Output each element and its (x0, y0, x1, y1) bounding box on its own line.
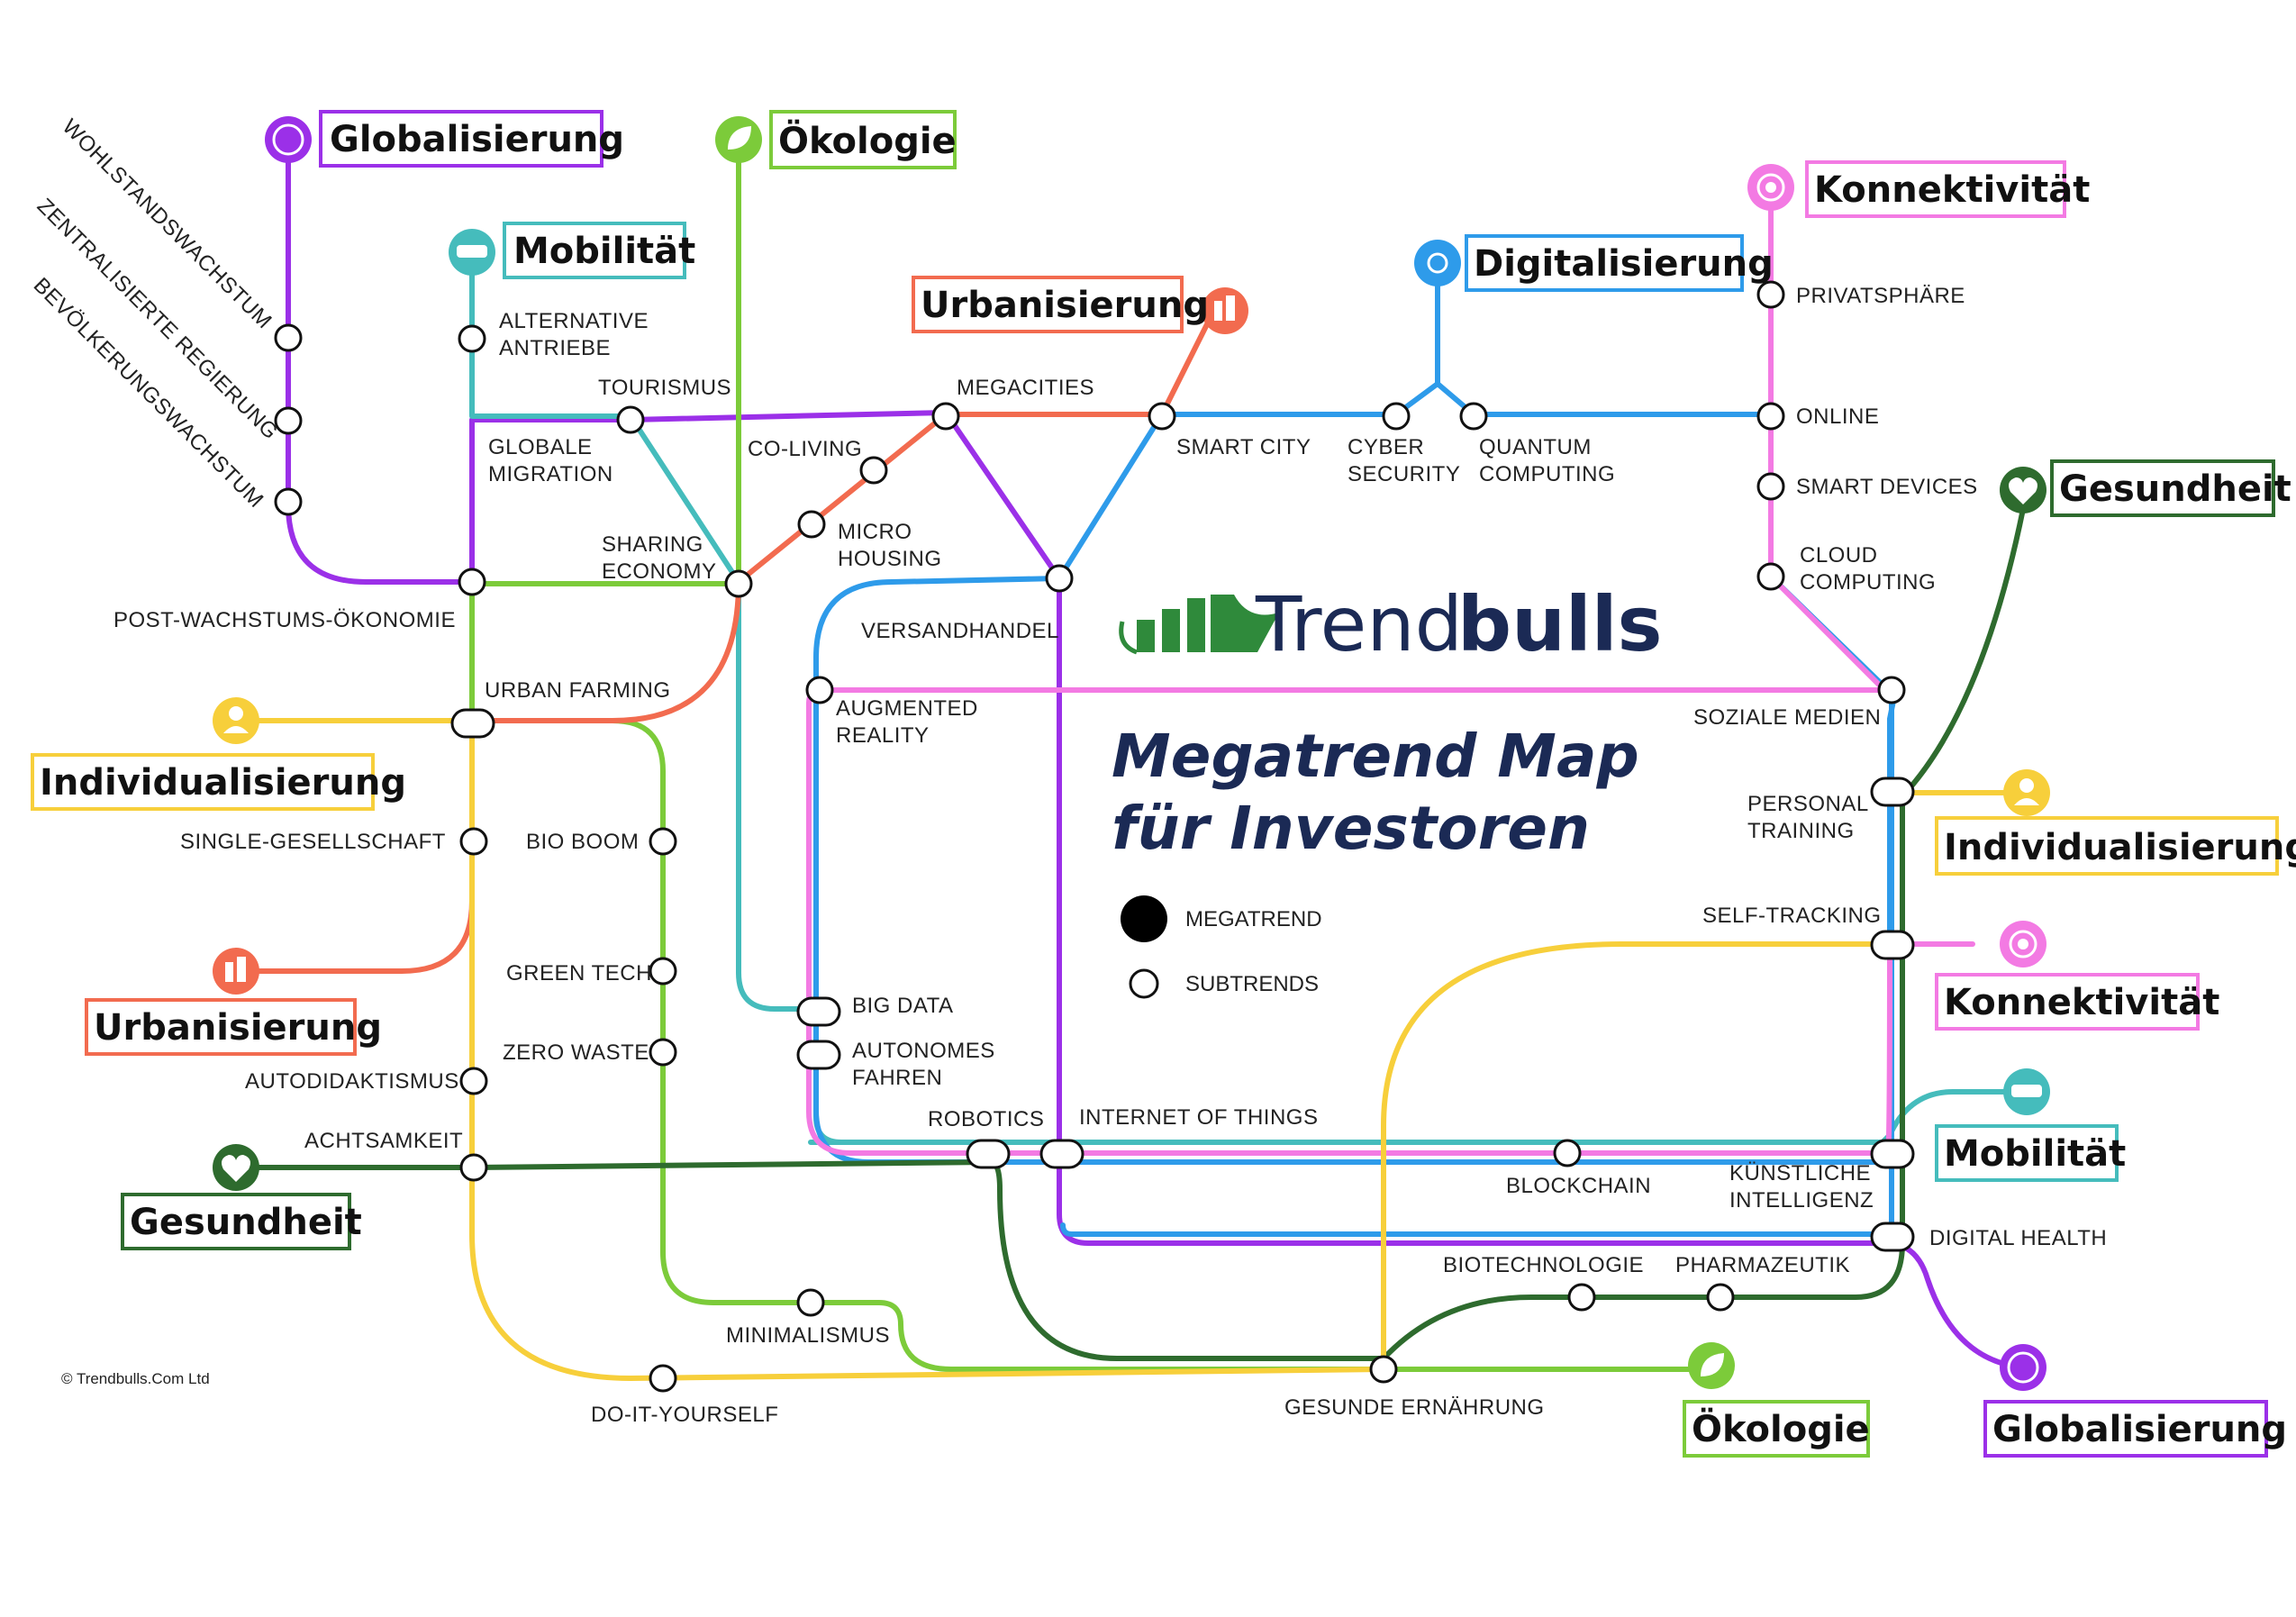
copyright-text: © Trendbulls.Com Ltd (61, 1370, 210, 1387)
map-title-line1: Megatrend Map (1112, 722, 1639, 791)
label-bio-boom: BIO BOOM (526, 830, 639, 854)
label-soziale-medien: SOZIALE MEDIEN (1693, 705, 1881, 730)
megatrend-label-gesundheit-left: Gesundheit (130, 1202, 362, 1243)
badge-individualisierung-right: Individualisierung (1935, 769, 2296, 876)
label-urban-farming: URBAN FARMING (485, 678, 671, 703)
label-cyber-security: CYBER SECURITY (1348, 435, 1460, 486)
badge-urbanisierung-left: Urbanisierung (85, 948, 382, 1056)
label-alternative-antriebe: ALTERNATIVE ANTRIEBE (499, 309, 655, 360)
megatrend-label-globalisierung-bottom: Globalisierung (1992, 1409, 2287, 1450)
label-privatsphaere: PRIVATSPHÄRE (1796, 284, 1965, 308)
label-autodidaktismus: AUTODIDAKTISMUS (245, 1069, 459, 1094)
label-globale-migration: GLOBALE MIGRATION (488, 435, 613, 486)
map-title-line2: für Investoren (1112, 794, 1590, 863)
label-smart-city: SMART CITY (1176, 435, 1311, 459)
megatrend-label-urbanisierung-left: Urbanisierung (94, 1007, 382, 1049)
rotated-labels: WOHLSTANDSWACHSTUM ZENTRALISIERTE REGIER… (29, 114, 283, 513)
label-kuenstliche-intelligenz: KÜNSTLICHE INTELLIGENZ (1729, 1161, 1877, 1213)
line-digitalisierung (813, 277, 1896, 1165)
label-biotechnologie: BIOTECHNOLOGIE (1443, 1253, 1644, 1277)
line-gesundheit (233, 506, 2026, 1361)
megatrend-label-individualisierung-right: Individualisierung (1944, 827, 2296, 868)
city-icon (1202, 287, 1248, 334)
legend-megatrend-marker (1121, 895, 1167, 942)
label-digital-health: DIGITAL HEALTH (1929, 1226, 2107, 1250)
megatrend-label-digitalisierung: Digitalisierung (1474, 243, 1774, 285)
line-globalisierung (286, 137, 2026, 1370)
label-achtsamkeit: ACHTSAMKEIT (304, 1129, 463, 1153)
label-robotics: ROBOTICS (928, 1107, 1044, 1131)
label-blockchain: BLOCKCHAIN (1506, 1174, 1651, 1198)
badge-mobilitaet-right: Mobilität (1935, 1068, 2126, 1182)
legend: MEGATREND SUBTRENDS (1121, 895, 1322, 999)
label-tourismus: TOURISMUS (598, 376, 731, 400)
line-mobilitaet (469, 268, 813, 1012)
megatrend-label-konnektivitaet: Konnektivität (1814, 169, 2090, 211)
label-online: ONLINE (1796, 404, 1879, 429)
badge-gesundheit-right: Gesundheit (2000, 459, 2291, 517)
label-smart-devices: SMART DEVICES (1796, 475, 1978, 499)
legend-subtrend-marker (1129, 968, 1159, 999)
label-green-tech: GREEN TECH (506, 961, 652, 986)
globe-network-icon (2000, 1344, 2046, 1391)
label-pharmazeutik: PHARMAZEUTIK (1675, 1253, 1850, 1277)
label-big-data: BIG DATA (852, 994, 953, 1018)
line-individualisierung (233, 718, 1894, 1381)
label-do-it-yourself: DO-IT-YOURSELF (591, 1403, 778, 1427)
globe-network-icon (265, 116, 312, 163)
label-personal-training: PERSONAL TRAINING (1747, 792, 1874, 843)
label-wohlstandswachstum: WOHLSTANDSWACHSTUM (58, 114, 277, 333)
label-augmented-reality: AUGMENTED REALITY (836, 696, 985, 748)
badge-oekologie-top: Ökologie (715, 110, 957, 169)
legend-subtrends-label: SUBTRENDS (1185, 972, 1319, 996)
brand-name-light: Trend (1255, 580, 1463, 668)
label-zero-waste: ZERO WASTE (503, 1040, 649, 1065)
megatrend-label-globalisierung: Globalisierung (330, 119, 624, 160)
label-co-living: CO-LIVING (748, 437, 862, 461)
megatrend-label-konnektivitaet-right: Konnektivität (1944, 982, 2219, 1023)
badge-gesundheit-left: Gesundheit (121, 1144, 362, 1250)
label-quantum-computing: QUANTUM COMPUTING (1479, 435, 1615, 486)
label-megacities: MEGACITIES (957, 376, 1094, 400)
label-micro-housing: MICRO HOUSING (838, 520, 942, 571)
megatrend-label-mobilitaet: Mobilität (513, 231, 695, 272)
megatrend-label-individualisierung: Individualisierung (40, 762, 406, 804)
badge-individualisierung-left: Individualisierung (31, 697, 406, 811)
station-labels: ALTERNATIVE ANTRIEBE TOURISMUS MEGACITIE… (113, 284, 2107, 1427)
label-single-gesellschaft: SINGLE-GESELLSCHAFT (180, 830, 446, 854)
badge-mobilitaet-top: Mobilität (449, 222, 695, 279)
station-markers (274, 280, 1915, 1393)
bull-logo-icon (1119, 595, 1279, 655)
label-versandhandel: VERSANDHANDEL (861, 619, 1059, 643)
legend-megatrend-label: MEGATREND (1185, 907, 1322, 931)
label-sharing-economy: SHARING ECONOMY (602, 532, 717, 584)
label-post-wachstum: POST-WACHSTUMS-ÖKONOMIE (113, 608, 456, 632)
badge-globalisierung-top: Globalisierung (265, 110, 624, 168)
badge-konnektivitaet-right: Konnektivität (1935, 921, 2219, 1031)
badge-digitalisierung-top: Digitalisierung (1414, 234, 1774, 292)
megatrend-label-urbanisierung: Urbanisierung (921, 285, 1209, 326)
label-autonomes-fahren: AUTONOMES FAHREN (852, 1039, 1002, 1090)
label-cloud-computing: CLOUD COMPUTING (1800, 543, 1936, 595)
line-oekologie (469, 137, 1714, 1372)
label-internet-of-things: INTERNET OF THINGS (1079, 1105, 1318, 1130)
megatrend-badges: Globalisierung Ökologie Mobilität Urbani… (31, 110, 2296, 1458)
megatrend-label-oekologie-bottom: Ökologie (1692, 1407, 1870, 1450)
megatrend-label-mobilitaet-right: Mobilität (1944, 1133, 2126, 1175)
brand-logo: Trend bulls (1119, 580, 1663, 668)
city-icon (213, 948, 259, 995)
badge-globalisierung-bottom: Globalisierung (1983, 1344, 2287, 1458)
label-self-tracking: SELF-TRACKING (1702, 904, 1882, 928)
label-gesunde-ernaehrung: GESUNDE ERNÄHRUNG (1284, 1395, 1545, 1420)
megatrend-label-gesundheit: Gesundheit (2059, 468, 2291, 510)
brand-name-bold: bulls (1457, 580, 1663, 668)
badge-oekologie-bottom: Ökologie (1683, 1342, 1870, 1458)
line-urbanisierung (233, 304, 1219, 974)
circuit-icon (1414, 240, 1461, 286)
megatrend-label-oekologie: Ökologie (778, 119, 957, 162)
label-minimalismus: MINIMALISMUS (726, 1323, 890, 1348)
badge-urbanisierung-top: Urbanisierung (912, 276, 1248, 334)
badge-konnektivitaet-top: Konnektivität (1747, 160, 2090, 218)
